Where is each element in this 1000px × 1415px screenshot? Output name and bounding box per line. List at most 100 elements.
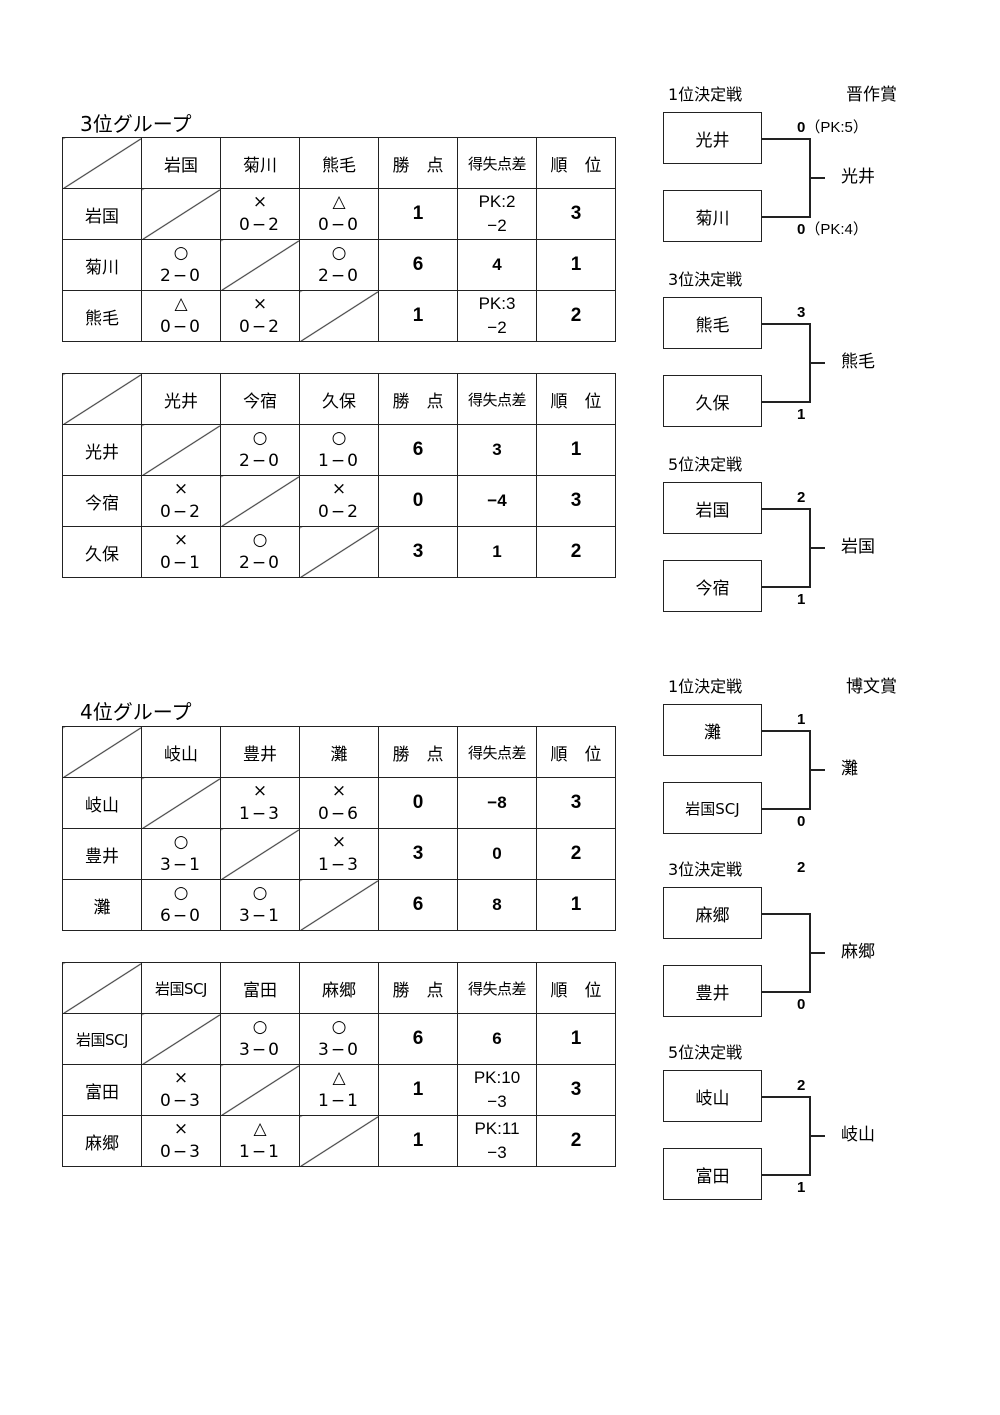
goal-diff-cell: −8 [457, 777, 537, 829]
bracket-line [809, 177, 825, 179]
goal-diff-cell: 0 [457, 828, 537, 880]
bracket-line [809, 1135, 825, 1137]
column-header-stat: 得失点差 [457, 373, 537, 425]
match-result-cell: ○3−0 [299, 1013, 379, 1065]
points-value: 3 [412, 541, 424, 562]
goal-diff: 0 [458, 842, 536, 866]
result-mark: × [252, 781, 268, 801]
top-score: 2 [797, 489, 805, 507]
self-match-cell [299, 879, 379, 931]
points-cell: 6 [378, 1013, 458, 1065]
goal-diff-value: −2 [487, 216, 507, 235]
bottom-score-value: 0 [797, 813, 806, 830]
rank-value: 1 [570, 439, 582, 460]
goal-diff-cell: 4 [457, 239, 537, 291]
bracket-line [762, 808, 809, 810]
bracket-team-bottom: 今宿 [663, 560, 762, 612]
bottom-pk: （PK:4） [805, 221, 868, 238]
result-mark: ○ [252, 1017, 268, 1037]
top-score-value: 2 [797, 489, 806, 506]
row-team-name: 熊毛 [62, 290, 142, 342]
result-mark: △ [332, 1068, 346, 1088]
bracket-line [762, 216, 809, 218]
result-mark: × [173, 1068, 189, 1088]
bracket-title: 1位決定戦 [668, 85, 743, 104]
column-header-stat: 得失点差 [457, 137, 537, 189]
rank-cell: 3 [536, 1064, 616, 1116]
column-header-stat: 順 位 [536, 962, 616, 1014]
bracket-line [762, 991, 809, 993]
result-mark: ○ [252, 428, 268, 448]
self-match-cell [141, 188, 221, 240]
column-header-stat: 順 位 [536, 726, 616, 778]
bracket-winner: 灘 [841, 759, 858, 779]
match-result-cell: △0−0 [299, 188, 379, 240]
rank-value: 2 [570, 305, 582, 326]
bottom-score: 0 [797, 996, 805, 1014]
bracket-winner: 岐山 [841, 1125, 875, 1145]
column-header-team: 熊毛 [299, 137, 379, 189]
column-header-team: 今宿 [220, 373, 300, 425]
pk-note: PK:11 [474, 1119, 520, 1138]
bracket-line [762, 586, 809, 588]
bracket-line [809, 769, 825, 771]
rank-cell: 2 [536, 828, 616, 880]
award-name: 博文賞 [846, 677, 897, 697]
points-value: 6 [412, 894, 424, 915]
top-score: 1 [797, 711, 805, 729]
goal-diff-value: 8 [492, 895, 502, 914]
match-result-cell: △1−1 [299, 1064, 379, 1116]
match-result-cell: ×0−2 [220, 188, 300, 240]
goal-diff: PK:2 −2 [458, 190, 536, 238]
match-result-cell: ○2−0 [220, 526, 300, 578]
bottom-score: 1 [797, 1179, 805, 1197]
match-result-cell: ×0−2 [220, 290, 300, 342]
result-mark: ○ [173, 832, 189, 852]
pk-note: PK:2 [478, 192, 516, 211]
self-match-cell [220, 828, 300, 880]
bracket-line [809, 362, 825, 364]
points-value: 0 [412, 490, 424, 511]
rank-cell: 2 [536, 526, 616, 578]
bottom-score-value: 1 [797, 406, 806, 423]
bracket-team-top: 麻郷 [663, 887, 762, 939]
header-row: 岐山豊井灘勝 点得失点差順 位 [62, 726, 616, 778]
header-row: 岩国菊川熊毛勝 点得失点差順 位 [62, 137, 616, 189]
points-value: 6 [412, 439, 424, 460]
bottom-score: 1 [797, 406, 805, 424]
bracket-team-top: 岩国 [663, 482, 762, 534]
goal-diff: PK:3−2 [458, 292, 536, 340]
goal-diff-cell: PK:11−3 [457, 1115, 537, 1167]
result-mark: × [173, 530, 189, 550]
bracket-team-bottom: 岩国SCJ [663, 782, 762, 834]
top-score: 0（PK:5） [797, 119, 868, 137]
result-score: 0−2 [239, 215, 281, 235]
self-match-cell [220, 239, 300, 291]
points-cell: 6 [378, 879, 458, 931]
top-score: 2 [797, 1077, 805, 1095]
top-score-value: 0 [797, 119, 806, 136]
self-match-cell [299, 526, 379, 578]
goal-diff: 3 [458, 438, 536, 462]
bracket-line [762, 730, 809, 732]
bracket-team-bottom: 菊川 [663, 190, 762, 242]
row-team-name: 岐山 [62, 777, 142, 829]
goal-diff: −4 [458, 489, 536, 513]
rank-cell: 3 [536, 475, 616, 527]
award-name: 晋作賞 [846, 85, 897, 105]
result-score: 2−0 [160, 266, 202, 286]
column-header-team: 岩国 [141, 137, 221, 189]
match-result-cell: ×1−3 [220, 777, 300, 829]
points-value: 1 [412, 305, 424, 326]
pk-note: PK:3 [478, 294, 516, 313]
